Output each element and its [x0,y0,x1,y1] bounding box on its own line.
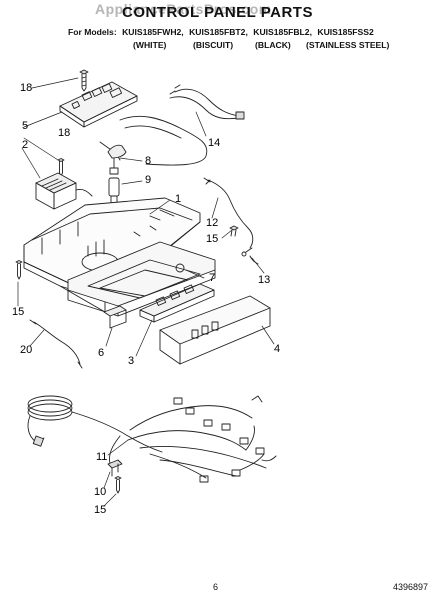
callout-label: 20 [20,344,33,356]
page-number: 6 [213,582,219,592]
color-label: (BLACK) [255,40,291,50]
callout-label: 14 [208,137,221,149]
callout-label: 18 [58,127,71,139]
control-board-part [59,81,138,128]
color-label: (BISCUIT) [193,40,234,50]
callout-label: 15 [12,306,25,318]
color-label: (WHITE) [133,40,167,50]
callout-label: 5 [22,120,29,132]
wire-harness-part [99,84,245,166]
transformer-part [35,172,93,210]
clip-part [107,459,123,477]
callout-label: 6 [98,347,105,359]
watermark: AppliancePartsPros.com [95,1,272,17]
model-list: For Models: KUIS185FWH2, KUIS185FBT2, KU… [68,27,377,37]
model-number: KUIS185FWH2, [122,27,184,37]
document-code: 4396897 [393,582,429,592]
callout-label: 9 [145,174,152,186]
connector-part [108,177,120,205]
callout-label: 18 [20,82,33,94]
callout-label: 7 [209,272,216,284]
bracket-part [103,305,127,329]
screw-part [114,476,122,494]
keypad-part [139,283,215,323]
callout-label: 4 [274,343,281,355]
page-title: CONTROL PANEL PARTS [122,4,313,21]
model-number: KUIS185FSS2 [317,27,374,37]
main-harness-part [27,395,277,483]
callout-label: 8 [145,155,152,167]
callout-label: 13 [258,274,271,286]
sensor-part [107,144,127,175]
callout-label: 15 [206,233,219,245]
callout-label: 11 [96,451,108,463]
screw-part [229,225,239,237]
control-bezel-part [67,241,216,317]
callout-label: 12 [206,217,219,229]
callout-label: 15 [94,504,107,516]
callout-label: 1 [175,193,182,205]
grounding-wire-part [241,247,259,265]
control-overlay-part [159,295,271,365]
color-label: (STAINLESS STEEL) [306,40,390,50]
models-prefix: For Models: [68,27,117,37]
screw-part [15,260,23,280]
cable-part [29,319,83,369]
callout-label: 3 [128,355,135,367]
callout-leaders [17,77,275,507]
screw-part [79,69,89,92]
model-number: KUIS185FBL2, [253,27,312,37]
wire-part [203,177,254,249]
model-number: KUIS185FBT2, [189,27,248,37]
callout-label: 2 [22,139,29,151]
callout-label: 10 [94,486,107,498]
